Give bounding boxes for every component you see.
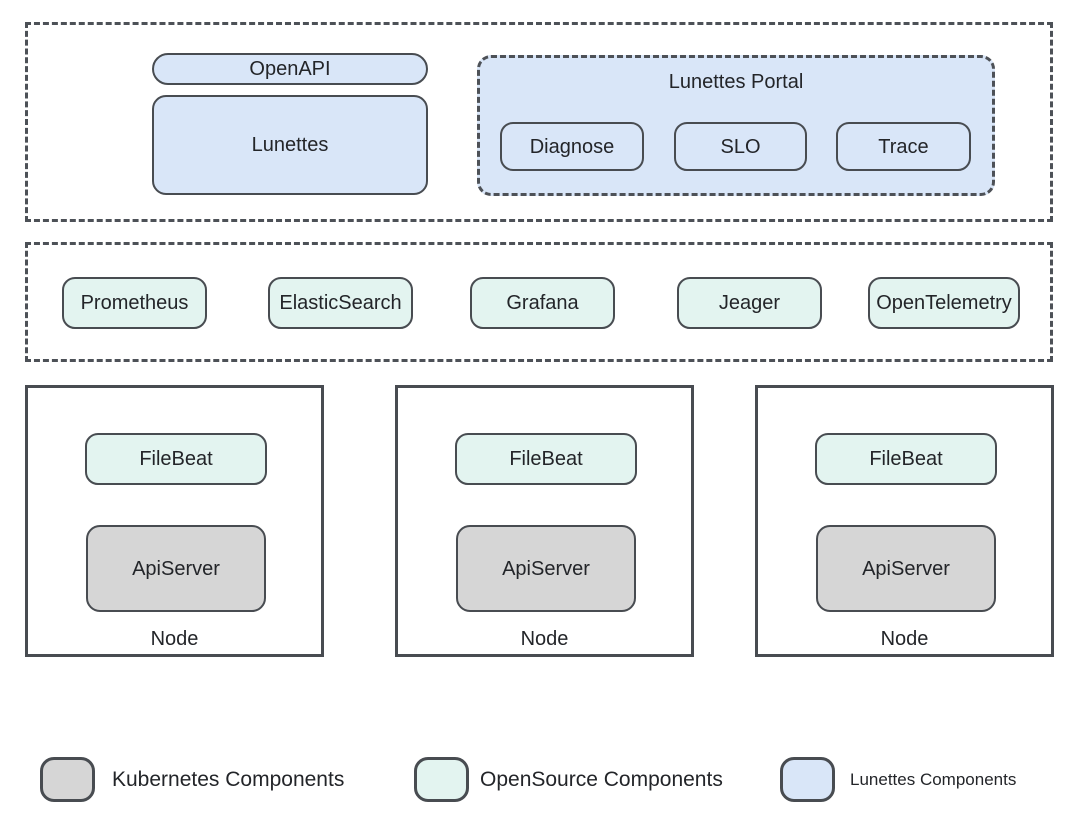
node-label: Node — [150, 628, 199, 650]
opensource-layer-container: Prometheus ElasticSearch Grafana Jeager … — [25, 242, 1053, 362]
diagnose-box: Diagnose — [500, 122, 644, 171]
apiserver-box: ApiServer — [816, 525, 996, 612]
jeager-box: Jeager — [677, 277, 822, 329]
node-label: Node — [880, 628, 929, 650]
node-box-1: FileBeat ApiServer Node — [25, 385, 324, 657]
opentelemetry-box: OpenTelemetry — [868, 277, 1020, 329]
filebeat-box: FileBeat — [815, 433, 997, 485]
node-label: Node — [520, 628, 569, 650]
apiserver-box: ApiServer — [456, 525, 636, 612]
kubernetes-legend-label: Kubernetes Components — [112, 767, 345, 791]
apiserver-box: ApiServer — [86, 525, 266, 612]
node-box-2: FileBeat ApiServer Node — [395, 385, 694, 657]
lunettes-legend-label: Lunettes Components — [850, 769, 1017, 789]
elasticsearch-box: ElasticSearch — [268, 277, 413, 329]
lunettes-portal-title: Lunettes Portal — [668, 71, 804, 93]
filebeat-box: FileBeat — [85, 433, 267, 485]
lunettes-layer-container: OpenAPI Lunettes Lunettes Portal Diagnos… — [25, 22, 1053, 222]
filebeat-box: FileBeat — [455, 433, 637, 485]
opensource-legend-label: OpenSource Components — [480, 767, 723, 791]
node-box-3: FileBeat ApiServer Node — [755, 385, 1054, 657]
lunettes-box: Lunettes — [152, 95, 428, 195]
prometheus-box: Prometheus — [62, 277, 207, 329]
slo-box: SLO — [674, 122, 807, 171]
lunettes-legend-swatch — [780, 757, 835, 802]
trace-box: Trace — [836, 122, 971, 171]
grafana-box: Grafana — [470, 277, 615, 329]
openapi-box: OpenAPI — [152, 53, 428, 85]
lunettes-portal-container: Lunettes Portal Diagnose SLO Trace — [477, 55, 995, 196]
kubernetes-legend-swatch — [40, 757, 95, 802]
opensource-legend-swatch — [414, 757, 469, 802]
